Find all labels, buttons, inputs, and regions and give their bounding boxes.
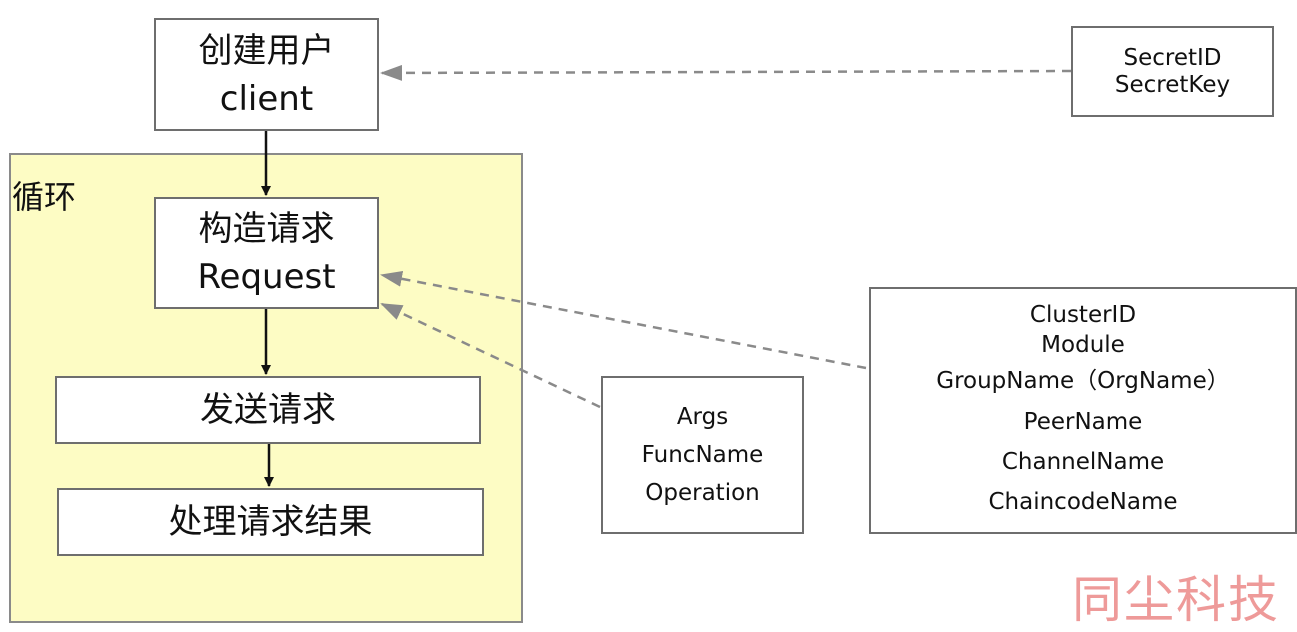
send-request-label: 发送请求: [200, 390, 336, 430]
create-user-title: 创建用户: [198, 30, 335, 71]
param-peername: PeerName: [1023, 408, 1143, 435]
create-user-subtitle: client: [219, 78, 314, 119]
param-funcname: FuncName: [641, 442, 764, 468]
credential-secret-key: SecretKey: [1114, 71, 1231, 98]
target-params-node: ClusterID Module GroupName（OrgName） Peer…: [869, 287, 1297, 534]
create-user-node: 创建用户 client: [154, 18, 379, 131]
dashed-arrow-target-params: [380, 270, 867, 370]
param-module: Module: [1041, 331, 1125, 358]
param-channelname: ChannelName: [1001, 448, 1165, 475]
handle-result-node: 处理请求结果: [57, 488, 484, 556]
call-params-node: Args FuncName Operation: [601, 376, 804, 534]
param-operation: Operation: [645, 480, 760, 506]
build-request-title: 构造请求: [198, 209, 335, 249]
dashed-arrow-call-params: [380, 302, 601, 409]
build-request-subtitle: Request: [197, 257, 336, 297]
param-clusterid: ClusterID: [1029, 301, 1137, 328]
param-groupname: GroupName（OrgName）: [936, 367, 1230, 394]
handle-result-label: 处理请求结果: [168, 502, 373, 542]
credential-secret-id: SecretID: [1123, 44, 1222, 71]
send-request-node: 发送请求: [55, 376, 481, 444]
loop-label: 循环: [12, 178, 77, 216]
dashed-arrow-credentials: [380, 64, 1072, 81]
param-args: Args: [676, 404, 729, 430]
watermark: 同尘科技: [1072, 571, 1280, 629]
build-request-node: 构造请求 Request: [154, 197, 379, 309]
param-chaincodename: ChaincodeName: [988, 488, 1178, 515]
credentials-node: SecretID SecretKey: [1071, 26, 1274, 117]
